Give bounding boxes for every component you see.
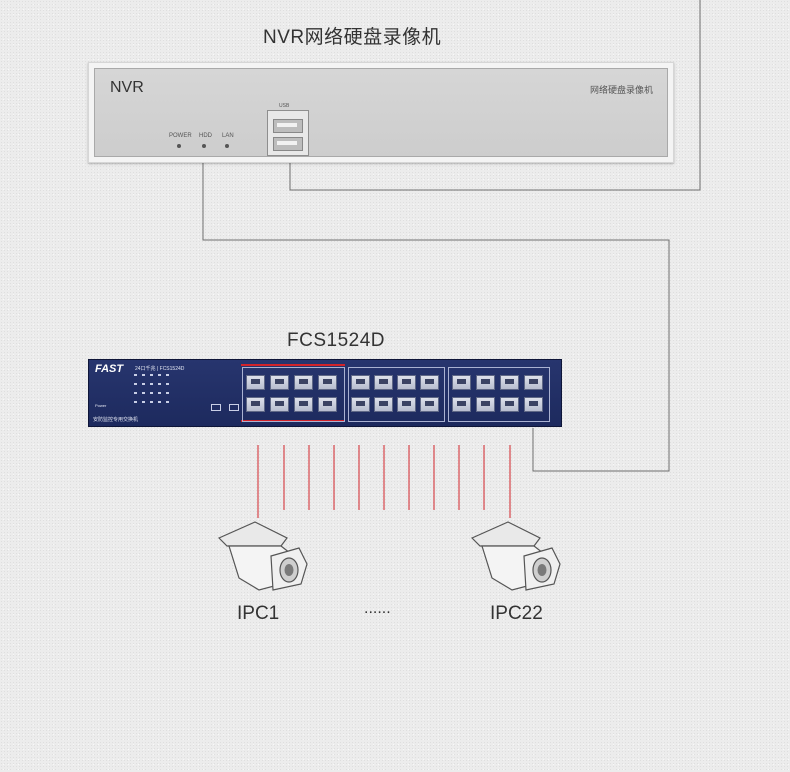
ip-camera-icon xyxy=(468,520,568,610)
switch-led xyxy=(158,374,161,376)
usb-port-icon xyxy=(267,110,309,156)
ethernet-port-icon xyxy=(524,397,543,412)
ethernet-port-icon xyxy=(476,397,495,412)
usb-port-lower xyxy=(273,137,303,151)
ethernet-port-icon xyxy=(318,375,337,390)
nvr-device: NVR 网络硬盘录像机 POWER HDD LAN USB xyxy=(88,62,674,163)
power-led-icon xyxy=(177,144,181,148)
camera-label-ipc1: IPC1 xyxy=(237,603,280,624)
switch-led xyxy=(134,392,137,394)
switch-led xyxy=(150,401,153,403)
switch-toggle-icon xyxy=(211,404,221,411)
switch-device: FAST 24口千兆 | FCS1524D Power 安防监控专用交换机 xyxy=(88,359,562,427)
port-group-3 xyxy=(448,367,550,422)
switch-led xyxy=(134,401,137,403)
ethernet-port-icon xyxy=(318,397,337,412)
hdd-led-icon xyxy=(202,144,206,148)
ip-camera-icon xyxy=(215,520,315,610)
wire-uplink-to-network xyxy=(289,0,701,191)
switch-led xyxy=(142,374,145,376)
ethernet-port-icon xyxy=(246,375,265,390)
ethernet-port-icon xyxy=(476,375,495,390)
switch-led xyxy=(158,383,161,385)
switch-led xyxy=(158,392,161,394)
switch-led xyxy=(134,383,137,385)
ethernet-port-icon xyxy=(374,397,393,412)
led-label-hdd: HDD xyxy=(199,133,212,139)
ethernet-port-icon xyxy=(294,375,313,390)
switch-led xyxy=(142,401,145,403)
camera-ellipsis: ...... xyxy=(364,600,391,617)
switch-toggle-icon xyxy=(229,404,239,411)
ethernet-port-icon xyxy=(397,375,416,390)
switch-led xyxy=(166,383,169,385)
switch-brand-logo: FAST xyxy=(95,363,124,375)
ethernet-port-icon xyxy=(420,375,439,390)
poe-lines xyxy=(257,445,511,518)
ethernet-port-icon xyxy=(452,397,471,412)
ethernet-port-icon xyxy=(374,375,393,390)
switch-led xyxy=(166,374,169,376)
ethernet-port-icon xyxy=(351,375,370,390)
wire-nvr-to-switch xyxy=(202,162,670,472)
nvr-title: NVR网络硬盘录像机 xyxy=(263,27,442,48)
switch-description: 24口千兆 | FCS1524D xyxy=(135,366,185,372)
usb-label: USB xyxy=(279,103,290,109)
switch-led xyxy=(158,401,161,403)
camera-label-ipc22: IPC22 xyxy=(490,603,543,624)
switch-subtitle: 安防监控专用交换机 xyxy=(93,417,139,423)
switch-led xyxy=(166,401,169,403)
led-label-power: POWER xyxy=(169,133,192,139)
ethernet-port-icon xyxy=(524,375,543,390)
ethernet-port-icon xyxy=(397,397,416,412)
switch-led xyxy=(150,374,153,376)
switch-led xyxy=(150,383,153,385)
switch-led xyxy=(142,392,145,394)
port-group-1 xyxy=(242,367,345,422)
poe-indicator-top xyxy=(241,364,345,366)
nvr-brand-label: NVR xyxy=(110,79,144,96)
ethernet-port-icon xyxy=(351,397,370,412)
switch-power-label: Power xyxy=(95,403,107,408)
lan-led-icon xyxy=(225,144,229,148)
switch-led xyxy=(134,374,137,376)
ethernet-port-icon xyxy=(420,397,439,412)
switch-title: FCS1524D xyxy=(287,330,385,351)
switch-led-matrix xyxy=(134,374,172,412)
ethernet-port-icon xyxy=(270,397,289,412)
nvr-model-label: 网络硬盘录像机 xyxy=(589,85,653,95)
ethernet-port-icon xyxy=(500,375,519,390)
switch-led xyxy=(142,383,145,385)
switch-led xyxy=(150,392,153,394)
port-group-2 xyxy=(348,367,445,422)
ethernet-port-icon xyxy=(294,397,313,412)
nvr-front-panel: NVR 网络硬盘录像机 POWER HDD LAN USB xyxy=(94,68,668,157)
switch-led xyxy=(166,392,169,394)
usb-port-upper xyxy=(273,119,303,133)
ethernet-port-icon xyxy=(452,375,471,390)
led-label-lan: LAN xyxy=(222,133,234,139)
ethernet-port-icon xyxy=(246,397,265,412)
ethernet-port-icon xyxy=(270,375,289,390)
ethernet-port-icon xyxy=(500,397,519,412)
